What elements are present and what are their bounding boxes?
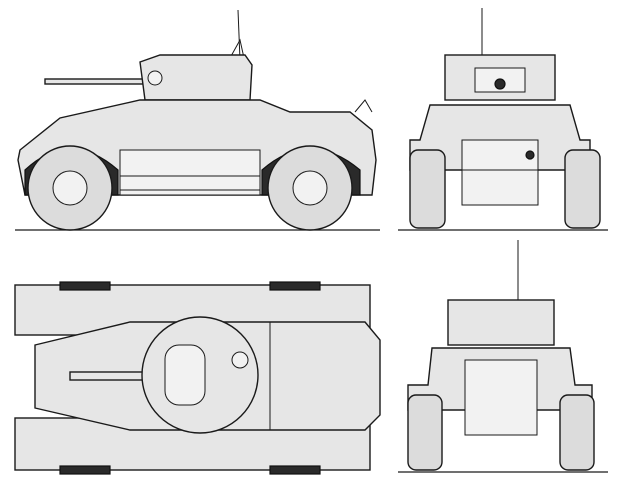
front-hub — [52, 170, 88, 206]
periscope — [231, 351, 249, 369]
right-wheel-front — [564, 149, 601, 229]
antenna — [237, 9, 241, 61]
front-plate — [461, 139, 539, 171]
side-view — [15, 9, 380, 231]
right-wheel-rear — [559, 394, 595, 471]
gun-mantlet — [147, 70, 163, 86]
hatch — [354, 99, 373, 113]
wheel-top-3 — [59, 465, 111, 475]
turret-rear — [447, 299, 555, 346]
wheel-top-1 — [59, 281, 111, 291]
rear-plate — [464, 359, 538, 436]
stowage-box — [119, 175, 261, 191]
main-gun — [44, 78, 146, 85]
turret-hatch — [164, 344, 206, 406]
antenna-mount — [229, 38, 245, 59]
lower-hull — [461, 169, 539, 206]
top-view — [14, 281, 381, 475]
rear-view — [398, 240, 608, 473]
gun-muzzle — [494, 78, 506, 90]
wheel-top-4 — [269, 465, 321, 475]
headlight — [525, 150, 535, 160]
wheel-top-2 — [269, 281, 321, 291]
front-view — [398, 8, 608, 231]
left-wheel-front — [409, 149, 446, 229]
left-wheel-rear — [407, 394, 443, 471]
rear-hub — [292, 170, 328, 206]
